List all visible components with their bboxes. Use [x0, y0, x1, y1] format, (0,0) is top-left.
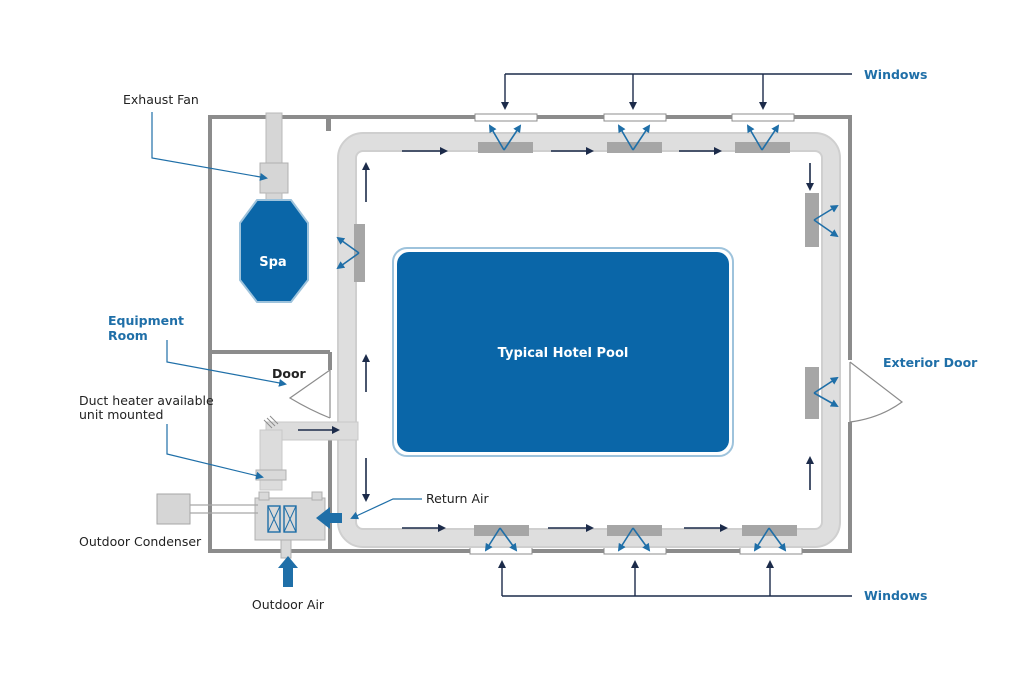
pool: Typical Hotel Pool: [392, 247, 734, 457]
spa-label: Spa: [259, 255, 286, 270]
duct-heater: [255, 469, 287, 481]
exterior-door-label: Exterior Door: [883, 355, 978, 370]
return-air-label: Return Air: [426, 491, 489, 506]
hvac-unit: [254, 415, 326, 559]
duct-heater-label-1: Duct heater available: [79, 393, 214, 408]
duct-flow-arrows: [298, 147, 814, 532]
interior-door: [288, 369, 331, 419]
diffuser-discharge-arrows: [336, 124, 839, 552]
pool-label: Typical Hotel Pool: [498, 346, 629, 361]
exhaust-duct: [265, 112, 283, 168]
return-air-arrow: [316, 507, 342, 529]
windows-top-label: Windows: [864, 67, 928, 82]
air-inlet-arrows: [278, 507, 342, 587]
outdoor-condenser: [156, 493, 258, 525]
door-label: Door: [272, 366, 307, 381]
label-leaders: [151, 112, 422, 520]
spa-exhaust: Spa: [239, 112, 309, 303]
exterior-door: [849, 361, 904, 423]
outdoor-air-arrow: [278, 556, 298, 587]
exhaust-fan-label: Exhaust Fan: [123, 92, 199, 107]
windows-leaders: [498, 73, 852, 597]
outdoor-air-label: Outdoor Air: [252, 597, 325, 612]
duct-heater-label-2: unit mounted: [79, 407, 163, 422]
equipment-room-label-1: Equipment: [108, 313, 184, 328]
spa: [239, 199, 309, 303]
windows-bottom-label: Windows: [864, 588, 928, 603]
equipment-room-label-2: Room: [108, 328, 148, 343]
outdoor-condenser-label: Outdoor Condenser: [79, 534, 202, 549]
